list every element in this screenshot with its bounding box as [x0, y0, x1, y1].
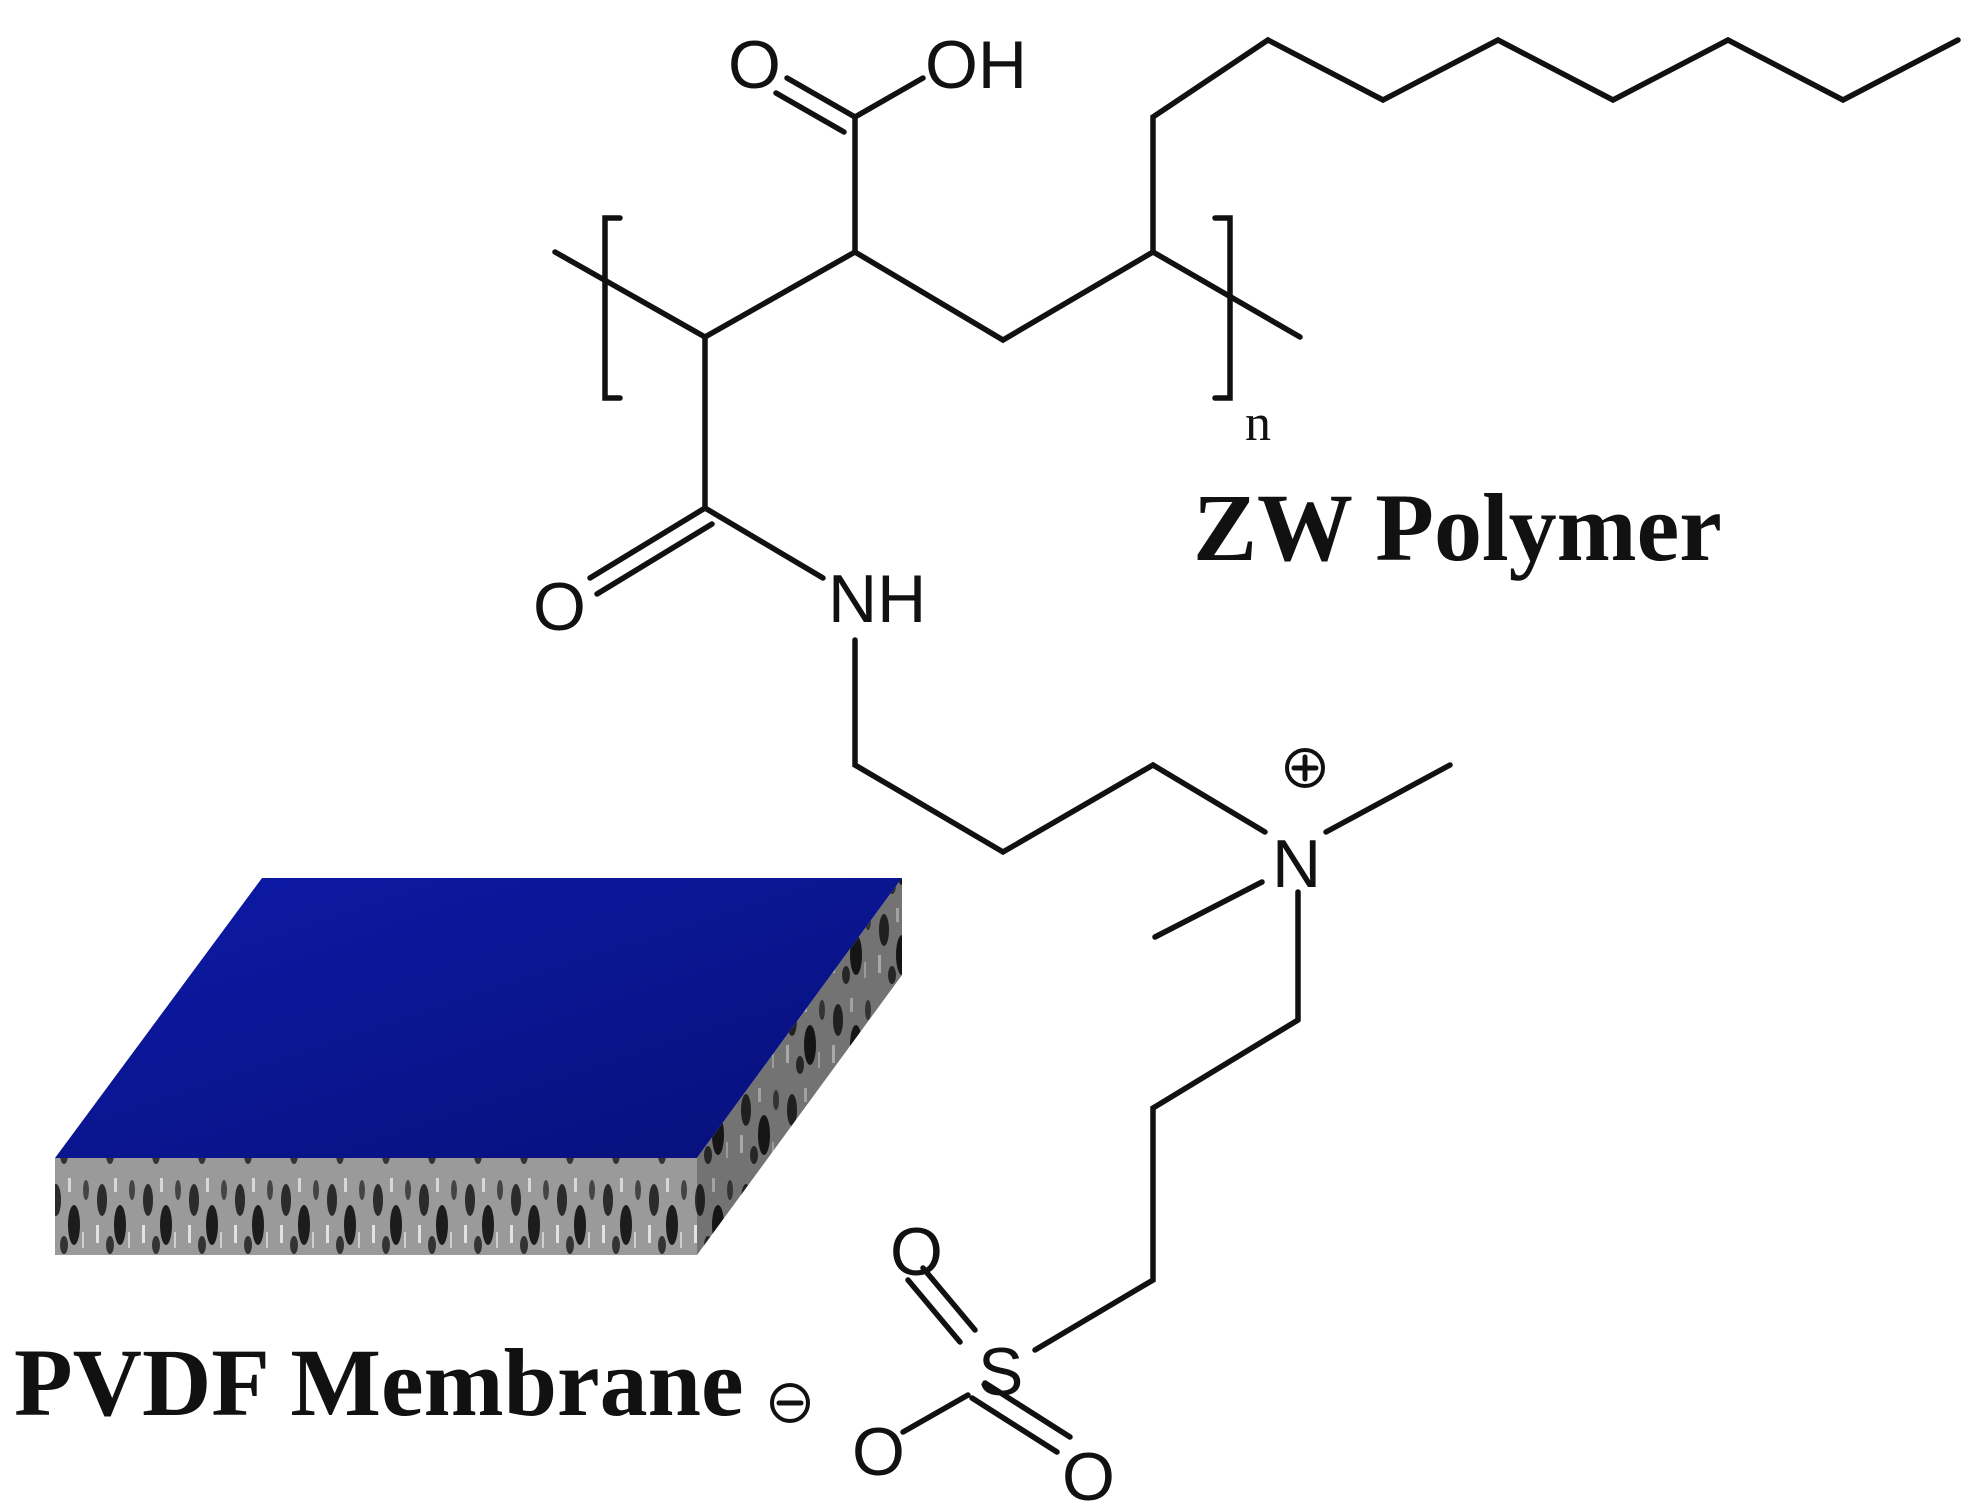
ammonium-nitrogen-label: N [1272, 826, 1321, 902]
positive-charge-icon [1285, 748, 1325, 788]
amide-nh-label: NH [828, 561, 926, 637]
carboxylic-acid-group [773, 75, 926, 255]
quaternary-ammonium [1152, 762, 1453, 1023]
repeat-subscript: n [1245, 395, 1271, 452]
butyl-linker [1032, 1017, 1301, 1353]
membrane-side-cross-section [697, 878, 902, 1255]
hydroxyl-label: OH [925, 27, 1027, 103]
zw-polymer-caption: ZW Polymer [1193, 474, 1722, 581]
repeat-unit-brackets [602, 215, 1233, 401]
sulfonate-oxygen-left-label: O [852, 1414, 905, 1490]
membrane-front-cross-section [55, 1158, 697, 1255]
carboxyl-oxygen-label: O [728, 27, 781, 103]
negative-charge-icon [770, 1383, 810, 1423]
sulfonate-oxygen-top-label: O [890, 1214, 943, 1290]
sulfonate-oxygen-bottom-label: O [1062, 1439, 1115, 1511]
sulfonate-group [900, 1265, 1073, 1455]
pvdf-membrane-illustration [55, 878, 902, 1255]
membrane-top-surface [55, 878, 902, 1158]
pvdf-membrane-caption: PVDF Membrane [14, 1329, 744, 1436]
polymer-backbone [552, 248, 1303, 344]
sulfur-label: S [978, 1334, 1023, 1410]
amide-group [587, 334, 826, 597]
amide-oxygen-label: O [533, 569, 586, 645]
alkyl-chain [1150, 36, 1961, 255]
propyl-linker [852, 637, 1268, 856]
